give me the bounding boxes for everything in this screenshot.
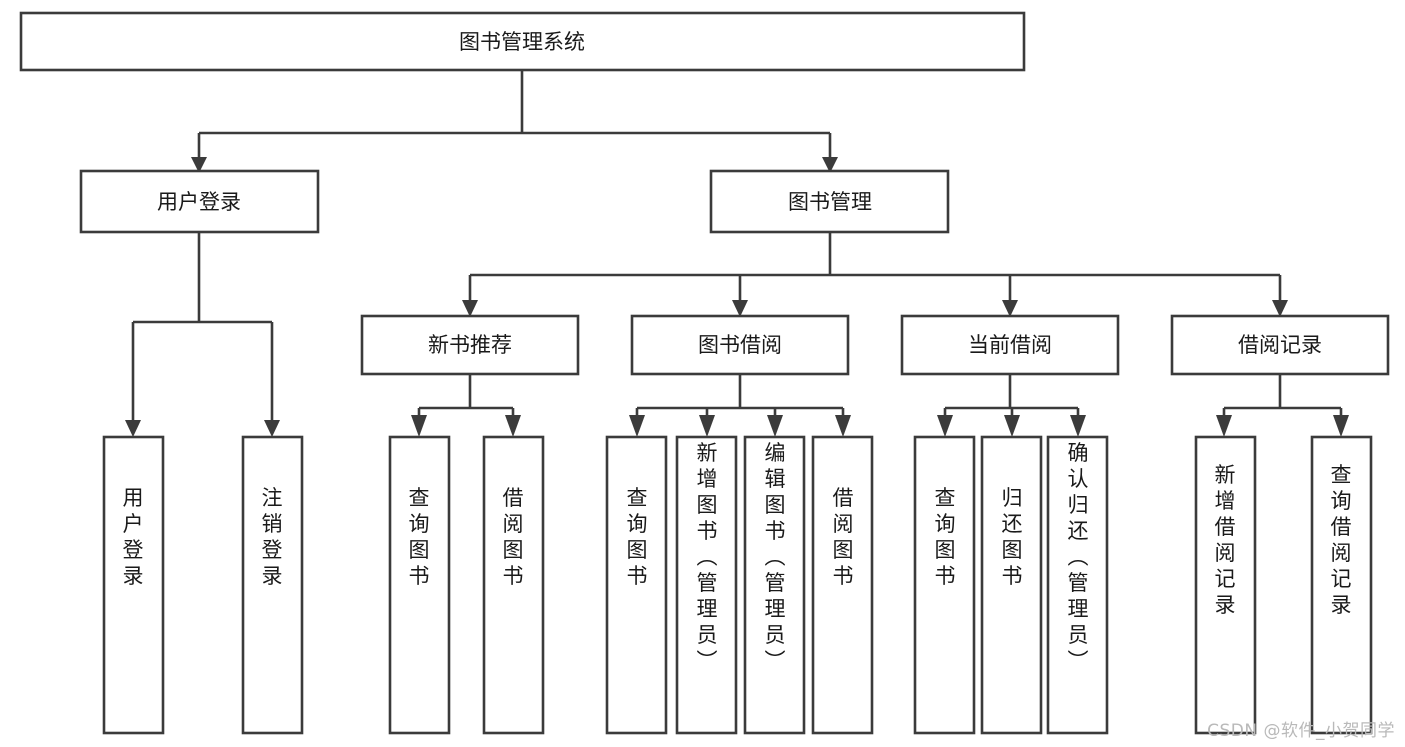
arrow-head-icon bbox=[937, 415, 953, 437]
node-leaf-cb-confirm-return[interactable]: 确认归还︵管理员︶ bbox=[1046, 435, 1109, 735]
arrow-head-icon bbox=[1070, 415, 1086, 437]
connector-group-user-login-to-leaves bbox=[125, 232, 280, 437]
node-leaf-bb-query-book-label: 查询图书 bbox=[627, 486, 648, 588]
node-leaf-br-add-record[interactable]: 新增借阅记录 bbox=[1194, 435, 1257, 735]
node-user-login-label: 用户登录 bbox=[157, 190, 241, 214]
node-leaf-nbr-borrow-book-label: 借阅图书 bbox=[503, 486, 524, 588]
arrow-head-icon bbox=[462, 300, 478, 317]
node-leaf-bb-edit-book-label: 编辑图书︵管理员︶ bbox=[765, 441, 786, 673]
node-borrow-record[interactable]: 借阅记录 bbox=[1170, 314, 1390, 376]
connector-group-borrow-record-to-leaves bbox=[1216, 374, 1349, 437]
node-new-book-recommend[interactable]: 新书推荐 bbox=[360, 314, 580, 376]
arrow-head-icon bbox=[1333, 415, 1349, 437]
watermark-text: CSDN @软件_小贺同学 bbox=[1207, 721, 1395, 741]
node-leaf-cb-return-book-label: 归还图书 bbox=[1002, 486, 1023, 588]
node-book-borrow[interactable]: 图书借阅 bbox=[630, 314, 850, 376]
node-current-borrow-label: 当前借阅 bbox=[968, 333, 1052, 357]
node-book-management[interactable]: 图书管理 bbox=[709, 169, 950, 234]
node-leaf-user-login-label: 用户登录 bbox=[123, 486, 144, 588]
node-leaf-cb-query-book-label: 查询图书 bbox=[935, 486, 956, 588]
node-leaf-nbr-query-book[interactable]: 查询图书 bbox=[388, 435, 451, 735]
arrow-head-icon bbox=[505, 415, 521, 437]
arrow-head-icon bbox=[411, 415, 427, 437]
node-leaf-logout[interactable]: 注销登录 bbox=[241, 435, 304, 735]
arrow-head-icon bbox=[1272, 300, 1288, 317]
node-book-borrow-label: 图书借阅 bbox=[698, 333, 782, 357]
arrow-head-icon bbox=[125, 420, 141, 437]
arrow-head-icon bbox=[699, 415, 715, 437]
arrow-head-icon bbox=[629, 415, 645, 437]
node-leaf-br-add-record-label: 新增借阅记录 bbox=[1215, 463, 1236, 617]
connector-group-book-mgmt-to-level3 bbox=[462, 232, 1288, 317]
connector-group-current-borrow-to-leaves bbox=[937, 374, 1086, 437]
node-leaf-logout-label: 注销登录 bbox=[262, 486, 283, 588]
arrow-head-icon bbox=[1002, 300, 1018, 317]
node-leaf-user-login[interactable]: 用户登录 bbox=[102, 435, 165, 735]
arrow-head-icon bbox=[835, 415, 851, 437]
arrow-head-icon bbox=[191, 157, 207, 173]
node-new-book-recommend-label: 新书推荐 bbox=[428, 333, 512, 357]
node-leaf-cb-confirm-return-label: 确认归还︵管理员︶ bbox=[1068, 441, 1089, 673]
arrow-head-icon bbox=[767, 415, 783, 437]
arrow-head-icon bbox=[264, 420, 280, 437]
arrow-head-icon bbox=[1216, 415, 1232, 437]
connector-group-new-book-to-leaves bbox=[411, 374, 521, 437]
node-root-system[interactable]: 图书管理系统 bbox=[19, 11, 1026, 72]
arrow-head-icon bbox=[732, 300, 748, 317]
node-user-login[interactable]: 用户登录 bbox=[79, 169, 320, 234]
node-leaf-bb-add-book-label: 新增图书︵管理员︶ bbox=[697, 441, 718, 673]
node-leaf-cb-return-book[interactable]: 归还图书 bbox=[980, 435, 1043, 735]
node-leaf-bb-query-book[interactable]: 查询图书 bbox=[605, 435, 668, 735]
node-leaf-bb-borrow-book[interactable]: 借阅图书 bbox=[811, 435, 874, 735]
node-current-borrow[interactable]: 当前借阅 bbox=[900, 314, 1120, 376]
node-leaf-br-query-record-label: 查询借阅记录 bbox=[1331, 463, 1352, 617]
node-leaf-cb-query-book[interactable]: 查询图书 bbox=[913, 435, 976, 735]
connector-group-root-to-level2 bbox=[191, 70, 838, 173]
node-root-label: 图书管理系统 bbox=[459, 30, 585, 54]
node-book-management-label: 图书管理 bbox=[788, 190, 872, 214]
connector-group-book-borrow-to-leaves bbox=[629, 374, 851, 437]
arrow-head-icon bbox=[1004, 415, 1020, 437]
node-leaf-bb-borrow-book-label: 借阅图书 bbox=[833, 486, 854, 588]
node-leaf-bb-edit-book[interactable]: 编辑图书︵管理员︶ bbox=[743, 435, 806, 735]
node-leaf-nbr-query-book-label: 查询图书 bbox=[409, 486, 430, 588]
node-borrow-record-label: 借阅记录 bbox=[1238, 333, 1322, 357]
node-leaf-nbr-borrow-book[interactable]: 借阅图书 bbox=[482, 435, 545, 735]
arrow-head-icon bbox=[822, 157, 838, 173]
node-leaf-bb-add-book[interactable]: 新增图书︵管理员︶ bbox=[675, 435, 738, 735]
node-leaf-br-query-record[interactable]: 查询借阅记录 bbox=[1310, 435, 1373, 735]
